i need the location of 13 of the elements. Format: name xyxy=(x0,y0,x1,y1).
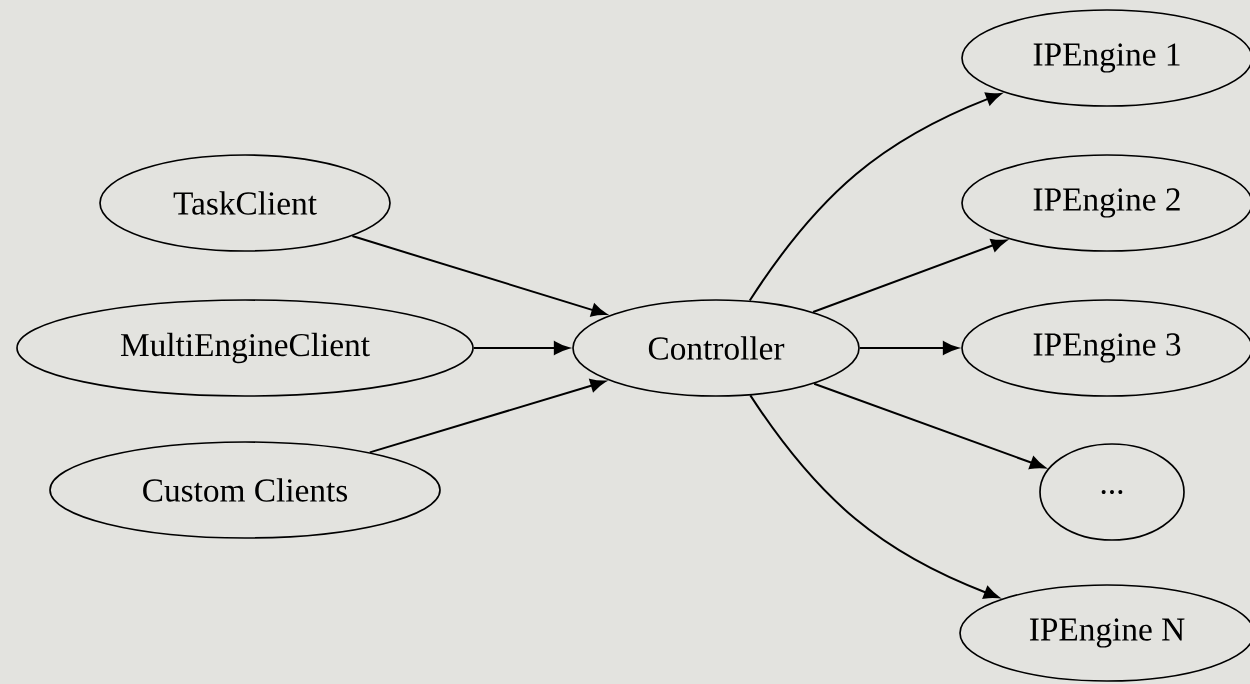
ellipse-node: MultiEngineClient xyxy=(16,299,474,397)
ellipse-node: Custom Clients xyxy=(49,441,441,539)
arrow xyxy=(368,379,606,454)
arrow xyxy=(749,394,1000,599)
arrow xyxy=(813,382,1046,470)
arrow xyxy=(748,92,1002,302)
arrow xyxy=(351,235,607,317)
ellipse-node: Controller xyxy=(572,299,860,397)
ellipse-node: TaskClient xyxy=(99,154,391,252)
ellipse-node: ... xyxy=(1039,443,1185,541)
arrow xyxy=(812,238,1007,313)
arrow xyxy=(472,341,570,355)
arrow xyxy=(858,341,959,355)
